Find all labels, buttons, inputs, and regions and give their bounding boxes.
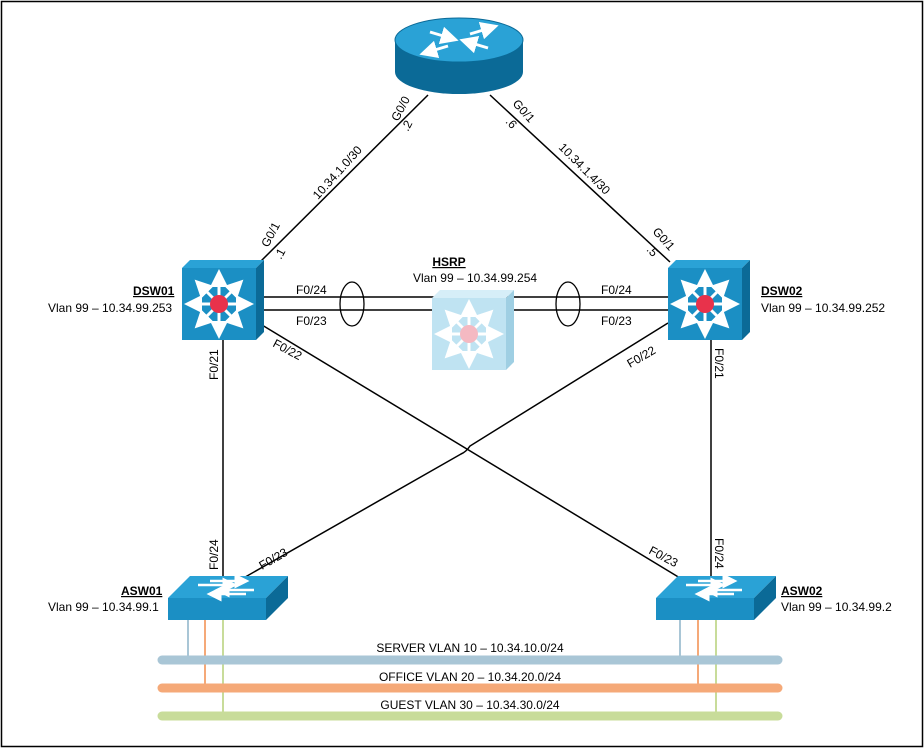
dsw01-name: DSW01 — [133, 284, 175, 298]
router-ip-right: .6 — [503, 115, 520, 132]
asw02-port-f023: F0/23 — [647, 543, 681, 570]
vlan-drops — [187, 620, 717, 716]
dsw01-vlan: Vlan 99 – 10.34.99.253 — [48, 301, 172, 315]
dsw01-port-f021: F0/21 — [207, 349, 221, 380]
etherchannel-right-oval — [555, 281, 581, 327]
dsw01-port-f024: F0/24 — [296, 283, 327, 297]
link-dsw02-asw01 — [239, 322, 669, 581]
asw01-switch-icon[interactable] — [168, 573, 288, 620]
dsw02-vlan: Vlan 99 – 10.34.99.252 — [761, 301, 885, 315]
hsrp-virtual-switch-icon[interactable] — [432, 290, 514, 370]
router-port-g00: G0/0 — [388, 94, 413, 124]
asw02-name: ASW02 — [781, 584, 823, 598]
dsw02-switch-icon[interactable] — [668, 260, 750, 340]
dsw02-port-f021: F0/21 — [712, 348, 726, 379]
asw01-port-f024: F0/24 — [207, 539, 221, 570]
dsw01-switch-icon[interactable] — [182, 260, 264, 340]
asw02-port-f024: F0/24 — [712, 538, 726, 569]
dsw01-uplink-ip: .1 — [271, 246, 288, 262]
vlan-guest-label: GUEST VLAN 30 – 10.34.30.0/24 — [380, 698, 560, 712]
dsw02-port-f023: F0/23 — [601, 314, 632, 328]
asw01-name: ASW01 — [121, 584, 163, 598]
router-ip-left: .2 — [398, 118, 415, 134]
right-subnet-label: 10.34.1.4/30 — [556, 140, 613, 197]
vlan-office-label: OFFICE VLAN 20 – 10.34.20.0/24 — [379, 670, 561, 684]
dsw02-port-f024: F0/24 — [601, 283, 632, 297]
router-icon[interactable] — [394, 17, 524, 94]
vlan-server-label: SERVER VLAN 10 – 10.34.10.0/24 — [376, 641, 564, 655]
hsrp-title: HSRP — [432, 255, 465, 269]
hsrp-vlan: Vlan 99 – 10.34.99.254 — [413, 271, 537, 285]
link-dsw01-asw02 — [261, 324, 681, 579]
dsw02-uplink-ip: .5 — [644, 243, 661, 260]
dsw01-uplink-port: G0/1 — [258, 220, 283, 250]
asw01-vlan: Vlan 99 – 10.34.99.1 — [48, 600, 159, 614]
dsw01-port-f023: F0/23 — [296, 314, 327, 328]
asw01-port-f023: F0/23 — [257, 545, 291, 573]
etherchannel-left-oval — [339, 281, 365, 327]
dsw02-name: DSW02 — [761, 284, 803, 298]
asw02-vlan: Vlan 99 – 10.34.99.2 — [781, 600, 892, 614]
left-subnet-label: 10.34.1.0/30 — [310, 143, 365, 202]
link-router-dsw02 — [489, 94, 671, 263]
asw02-switch-icon[interactable] — [656, 573, 776, 620]
link-router-dsw01 — [259, 94, 429, 263]
